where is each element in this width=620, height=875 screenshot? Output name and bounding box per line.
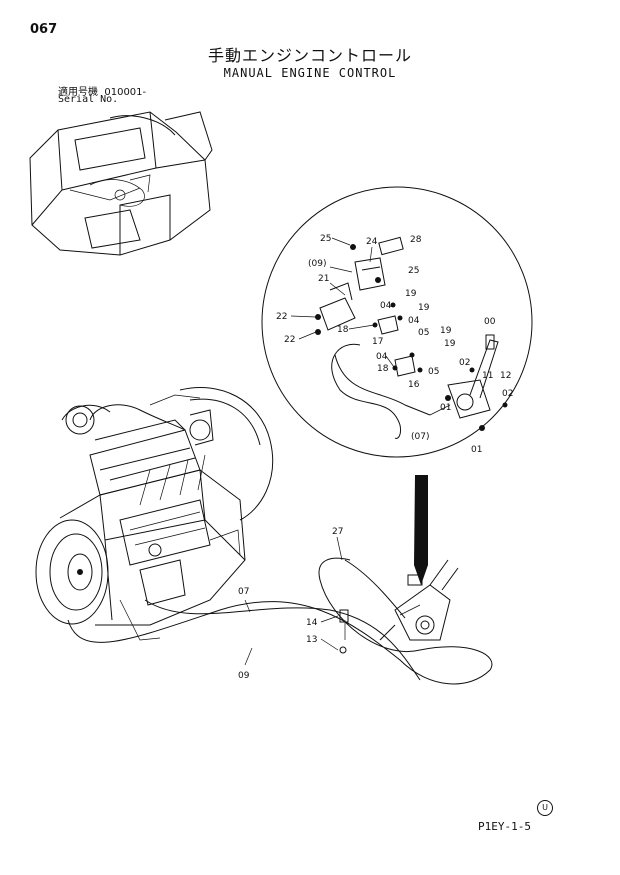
callout-01: 01 (440, 403, 451, 413)
callout-09-paren: (09) (308, 259, 326, 269)
callout-19: 19 (405, 289, 417, 299)
callout-19: 19 (444, 339, 456, 349)
callout-14: 14 (306, 618, 318, 628)
callout-labels: 25 24 28 (09) 25 21 04 19 22 19 04 18 17… (238, 234, 513, 681)
callout-12: 12 (500, 371, 511, 381)
callout-01: 01 (471, 445, 482, 455)
callout-16: 16 (408, 380, 420, 390)
page-number: 067 (30, 22, 58, 37)
footer-mark: U (537, 800, 553, 816)
callout-25: 25 (320, 234, 331, 244)
callout-02: 02 (502, 389, 513, 399)
magnify-leader (414, 475, 428, 585)
page-title-jp: 手動エンジンコントロール (207, 46, 412, 65)
callout-13: 13 (306, 635, 317, 645)
callout-17: 17 (372, 337, 383, 347)
callout-07: 07 (238, 587, 249, 597)
callout-22: 22 (276, 312, 287, 322)
callout-11: 11 (482, 371, 493, 381)
callout-22: 22 (284, 335, 295, 345)
serial-value: 010001- (104, 87, 147, 98)
serial-label-en: Serial No. (58, 94, 119, 105)
machine-overview-illustration (29, 111, 213, 256)
serial-label-jp: 適用号機 (58, 87, 98, 98)
callout-05: 05 (428, 367, 439, 377)
page-title-en: MANUAL ENGINE CONTROL (223, 66, 397, 80)
callout-19: 19 (440, 326, 452, 336)
callout-04: 04 (380, 301, 392, 311)
magnified-detail-circle (261, 186, 533, 458)
callout-18: 18 (377, 364, 389, 374)
serial-label: 適用号機 010001- (58, 83, 146, 98)
callout-leaders (244, 237, 395, 666)
callout-18: 18 (337, 325, 349, 335)
callout-04: 04 (376, 352, 388, 362)
callout-00: 00 (484, 317, 496, 327)
control-cables (67, 557, 493, 685)
callout-25: 25 (408, 266, 419, 276)
callout-28: 28 (410, 235, 422, 245)
callout-27: 27 (332, 527, 343, 537)
callout-21: 21 (318, 274, 329, 284)
callout-05: 05 (418, 328, 429, 338)
callout-04: 04 (408, 316, 420, 326)
footer-code: P1EY-1-5 (478, 820, 531, 833)
callout-02: 02 (459, 358, 470, 368)
callout-24: 24 (366, 237, 378, 247)
callout-09: 09 (238, 671, 250, 681)
lever-assembly-detail (379, 559, 459, 641)
engine-illustration (35, 386, 274, 641)
callout-19: 19 (418, 303, 430, 313)
callout-07-paren: (07) (411, 432, 429, 442)
